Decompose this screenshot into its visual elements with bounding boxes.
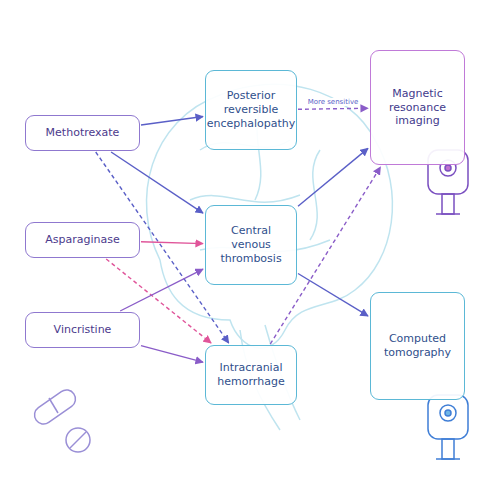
node-text: Vincristine bbox=[54, 323, 112, 337]
arrow-connector bbox=[298, 274, 368, 316]
node-text: Posterior reversible encephalopathy bbox=[207, 89, 296, 130]
arrow-connector bbox=[120, 269, 203, 311]
node-text: Central venous thrombosis bbox=[212, 224, 290, 265]
node-text: Methotrexate bbox=[46, 126, 120, 140]
complication-box: Intracranial hemorrhage bbox=[205, 345, 297, 405]
node-text: Asparaginase bbox=[45, 233, 120, 247]
drug-box: Vincristine bbox=[25, 312, 140, 348]
complication-box: Central venous thrombosis bbox=[205, 205, 297, 285]
node-text: Computed tomography bbox=[377, 332, 458, 360]
arrow-connector bbox=[141, 242, 203, 244]
arrow-connector bbox=[141, 117, 203, 125]
drug-box: Methotrexate bbox=[25, 115, 140, 151]
arrow-connector bbox=[111, 152, 203, 213]
drug-box: Asparaginase bbox=[25, 222, 140, 258]
pill-icons bbox=[31, 386, 90, 452]
complication-box: Posterior reversible encephalopathy bbox=[205, 70, 297, 150]
arrow-connector bbox=[298, 108, 368, 109]
edge-label: More sensitive bbox=[306, 98, 361, 106]
node-text: Magnetic resonance imaging bbox=[377, 87, 458, 128]
arrow-connector bbox=[298, 148, 368, 206]
imaging-box: Magnetic resonance imaging bbox=[370, 50, 465, 165]
arrow-connector bbox=[141, 346, 203, 363]
node-text: Intracranial hemorrhage bbox=[212, 361, 290, 389]
ct-scanner-icon bbox=[428, 395, 468, 459]
imaging-box: Computed tomography bbox=[370, 292, 465, 400]
